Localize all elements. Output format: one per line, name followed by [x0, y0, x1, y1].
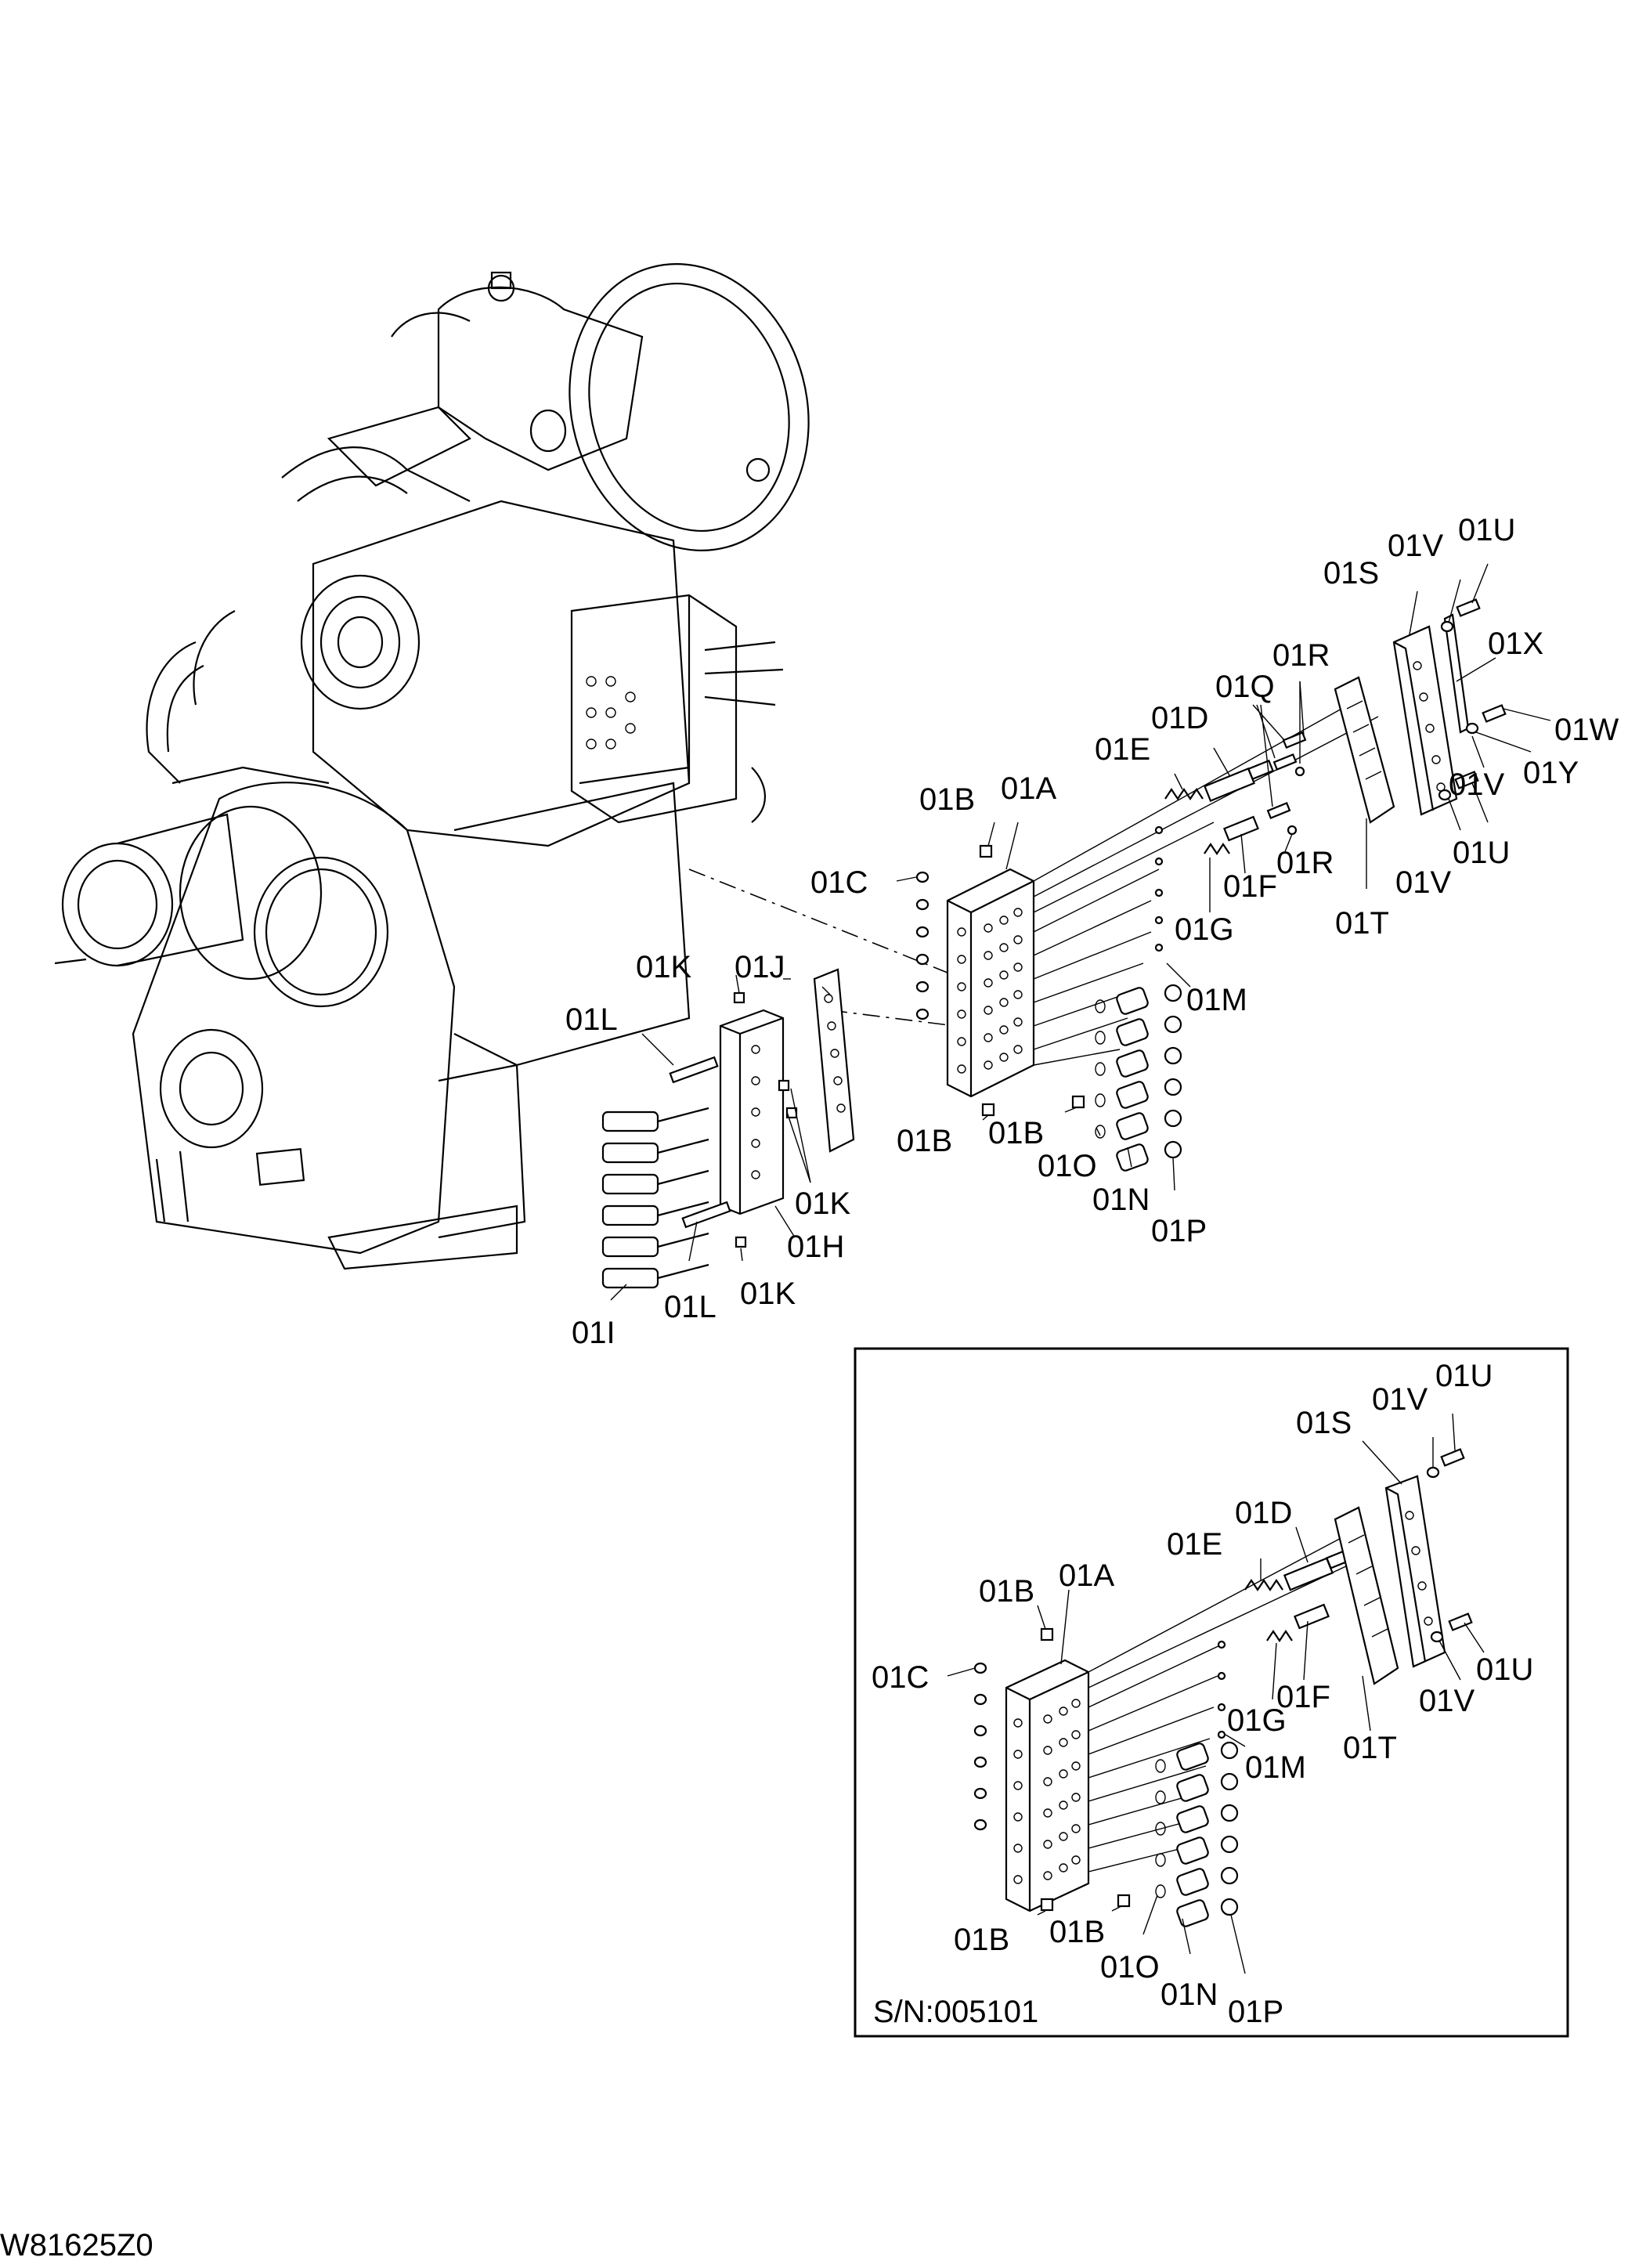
label-01D: 01D [1151, 701, 1208, 735]
label-01L-top: 01L [565, 1002, 618, 1037]
inset-label-01U-top: 01U [1435, 1359, 1493, 1393]
label-01S: 01S [1323, 556, 1379, 590]
cover-plate-01S [1392, 625, 1458, 816]
label-01V-mid: 01V [1449, 767, 1504, 802]
inset-serial-note: S/N:005101 [873, 1995, 1038, 2029]
label-01I: 01I [572, 1316, 615, 1350]
inset-label-01C: 01C [872, 1660, 929, 1695]
label-01E: 01E [1095, 732, 1150, 767]
inset-label-01N: 01N [1161, 1977, 1218, 2012]
solenoids-01I [601, 1107, 709, 1289]
label-01Y: 01Y [1523, 756, 1579, 790]
inset-label-01G: 01G [1227, 1703, 1287, 1738]
label-01J: 01J [735, 950, 785, 984]
inset-label-01P: 01P [1228, 1995, 1283, 2029]
inset-label-01M: 01M [1245, 1750, 1306, 1785]
inset-frame [854, 1347, 1569, 2038]
label-01B-bl: 01B [897, 1124, 952, 1158]
spring-01E [1164, 788, 1204, 800]
spool-01D [1204, 759, 1275, 802]
label-01T: 01T [1335, 906, 1389, 941]
label-01B-br: 01B [988, 1116, 1044, 1150]
inset-label-01B-bl: 01B [954, 1923, 1009, 1957]
label-01X: 01X [1488, 627, 1543, 661]
label-01K-top: 01K [636, 950, 691, 984]
label-01O: 01O [1038, 1149, 1097, 1183]
label-01B-top: 01B [919, 782, 975, 817]
label-01K-mid: 01K [795, 1186, 850, 1221]
inset-label-01V-top: 01V [1372, 1382, 1428, 1417]
label-01M: 01M [1186, 983, 1247, 1017]
label-01U-low: 01U [1453, 836, 1510, 870]
inset-label-01F: 01F [1276, 1680, 1330, 1714]
label-01H: 01H [787, 1230, 844, 1264]
inset-label-01V-low: 01V [1419, 1684, 1475, 1718]
inset-label-01B-top: 01B [979, 1574, 1034, 1609]
gasket-01T [1334, 676, 1395, 824]
label-01V-top: 01V [1388, 529, 1443, 563]
drawing-id: W81625Z0 [0, 2228, 153, 2263]
inset-label-01T: 01T [1343, 1731, 1397, 1765]
transmission-housing-drawing [54, 263, 810, 1270]
inset-label-01U-low: 01U [1476, 1652, 1533, 1687]
label-01G: 01G [1175, 912, 1234, 947]
label-01V-low: 01V [1395, 865, 1451, 900]
label-01K-low: 01K [740, 1277, 796, 1311]
label-01A: 01A [1001, 771, 1056, 806]
valve-block-01A [946, 868, 1035, 1098]
inset-label-01D: 01D [1235, 1496, 1292, 1530]
label-01U-top: 01U [1458, 513, 1515, 547]
label-01P: 01P [1151, 1214, 1207, 1248]
label-01N: 01N [1092, 1183, 1150, 1217]
inset-label-01S: 01S [1296, 1406, 1352, 1440]
inset-label-01B-br: 01B [1049, 1915, 1105, 1949]
label-01C: 01C [810, 865, 868, 900]
label-01L-low: 01L [664, 1290, 717, 1324]
solenoid-block-01H [719, 1009, 785, 1215]
label-01R-top: 01R [1272, 638, 1330, 673]
main-exploded-assembly [601, 598, 1507, 1289]
label-01Q: 01Q [1215, 670, 1275, 704]
main-callouts: 01B 01A 01C 01E 01D 01Q 01R 01S 01V 01U … [565, 513, 1619, 1350]
label-01F: 01F [1223, 869, 1277, 904]
inset-label-01E: 01E [1167, 1527, 1222, 1562]
inset-serial-variant: 01B 01A 01C 01E 01D 01S 01V 01U 01U 01V … [854, 1347, 1569, 2038]
fittings-01N-01P [1095, 984, 1182, 1172]
inset-label-01O: 01O [1100, 1950, 1160, 1984]
label-01W: 01W [1554, 713, 1619, 747]
label-01R-low: 01R [1276, 846, 1334, 880]
inset-label-01A: 01A [1059, 1558, 1114, 1593]
